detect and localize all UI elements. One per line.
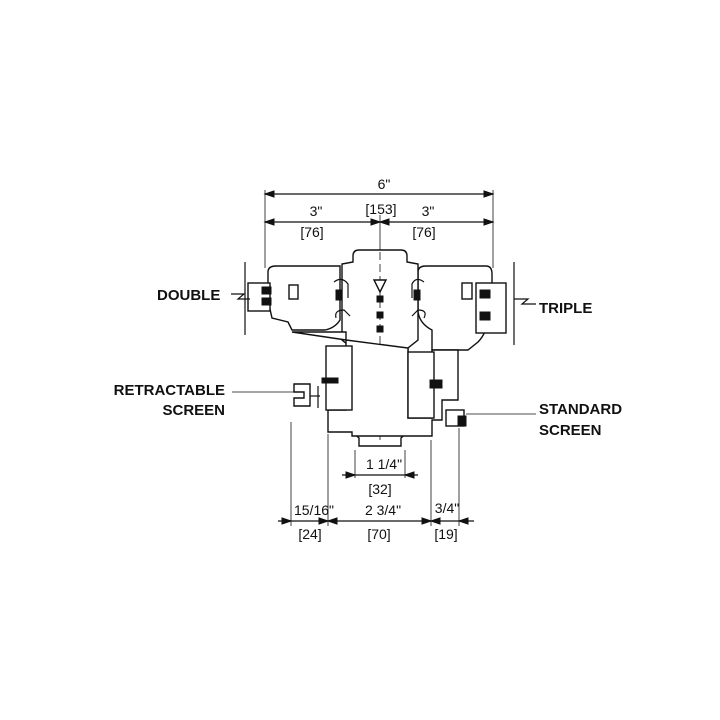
dim-right-half-in: 3" (422, 203, 435, 219)
label-standard-line2: SCREEN (539, 422, 602, 439)
dim-bottom-right-in: 3/4" (435, 500, 459, 516)
label-retractable-line2: SCREEN (162, 402, 225, 419)
label-standard-line1: STANDARD (539, 401, 622, 418)
dim-left-half-mm: [76] (300, 224, 323, 240)
dim-left-half-in: 3" (310, 203, 323, 219)
label-double: DOUBLE (157, 287, 220, 304)
dim-center-mm: [32] (368, 481, 391, 497)
bottom-dimension-lines (278, 422, 474, 526)
label-triple: TRIPLE (539, 300, 592, 317)
dim-bottom-left-mm: [24] (298, 526, 321, 542)
dim-bottom-center-in: 2 3/4" (365, 502, 401, 518)
dim-right-half-mm: [76] (412, 224, 435, 240)
dim-bottom-center-mm: [70] (367, 526, 390, 542)
dim-bottom-right-mm: [19] (434, 526, 457, 542)
top-dimension-lines (263, 190, 495, 268)
frame-section (244, 249, 515, 447)
dim-bottom-left-in: 15/16" (294, 502, 334, 518)
label-leaders (231, 293, 536, 415)
dim-overall-in: 6" (378, 176, 391, 192)
dim-overall-mm: [153] (365, 201, 396, 217)
center-dimension-lines (342, 450, 418, 479)
dim-center-in: 1 1/4" (366, 456, 402, 472)
label-retractable-line1: RETRACTABLE (114, 382, 225, 399)
